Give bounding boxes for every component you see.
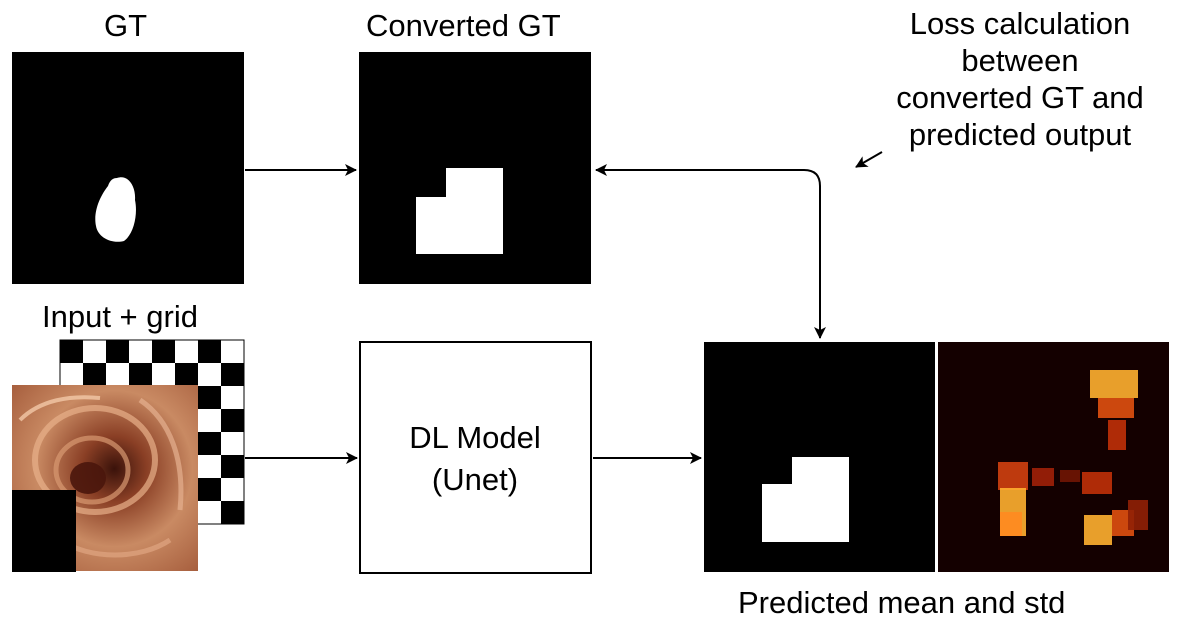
loss-line-2: between [961, 43, 1079, 78]
loss-line-1: Loss calculation [909, 6, 1131, 41]
checker-cell [175, 340, 198, 363]
checker-cell [221, 478, 244, 501]
predicted-std-panel [938, 342, 1169, 572]
heat-blob [1090, 370, 1138, 398]
arrow-loss-annotation [855, 151, 883, 168]
checker-cell [198, 501, 221, 524]
heat-blob [1032, 468, 1054, 486]
checker-cell [152, 363, 175, 386]
checker-cell [198, 478, 221, 501]
predicted-label: Predicted mean and std [738, 585, 1066, 620]
model-name-text: DL Model [409, 420, 541, 455]
gt-mask-shape [95, 177, 136, 242]
converted-gt-mask [416, 168, 503, 254]
checker-cell [83, 363, 106, 386]
heat-blob [1060, 470, 1080, 482]
loss-line-3: converted GT and [896, 80, 1144, 115]
checker-cell [198, 432, 221, 455]
heat-blob [1082, 472, 1112, 494]
checker-cell [221, 409, 244, 432]
loss-line-4: predicted output [908, 117, 1132, 152]
checker-cell [221, 340, 244, 363]
checker-cell [129, 340, 152, 363]
model-type-text: (Unet) [432, 462, 518, 497]
endoscopy-image [12, 385, 198, 572]
checker-cell [221, 455, 244, 478]
predicted-mean-panel [704, 342, 935, 572]
heat-blob [1128, 500, 1148, 530]
checker-cell [106, 363, 129, 386]
dl-model-box [359, 341, 592, 574]
checker-cell [198, 363, 221, 386]
input-occlusion-patch [12, 490, 76, 572]
checker-cell [198, 409, 221, 432]
checker-cell [83, 340, 106, 363]
checker-cell [152, 340, 175, 363]
checker-cell [221, 363, 244, 386]
loss-annotation: Loss calculation between converted GT an… [870, 8, 1170, 150]
std-heatmap [998, 370, 1148, 545]
checker-cell [60, 363, 83, 386]
checker-cell [175, 363, 198, 386]
predicted-mean-mask [762, 457, 849, 542]
checker-cell [221, 501, 244, 524]
checker-cell [198, 455, 221, 478]
checker-cell [106, 340, 129, 363]
checker-cell [129, 363, 152, 386]
converted-gt-label: Converted GT [366, 8, 561, 43]
input-grid-label: Input + grid [42, 299, 198, 334]
arrow-loss-connection [595, 164, 826, 339]
checker-cell [221, 432, 244, 455]
checker-cell [60, 340, 83, 363]
heat-blob [998, 462, 1028, 490]
gt-panel [12, 52, 244, 284]
input-grid-panel [12, 339, 245, 572]
checker-cell [221, 386, 244, 409]
heat-blob [1084, 515, 1112, 545]
heat-blob [1108, 420, 1126, 450]
heat-blob [1098, 398, 1134, 418]
converted-gt-panel [359, 52, 591, 284]
gt-label: GT [104, 8, 148, 43]
heat-blob [1000, 512, 1022, 536]
checker-cell [198, 386, 221, 409]
checker-cell [198, 340, 221, 363]
